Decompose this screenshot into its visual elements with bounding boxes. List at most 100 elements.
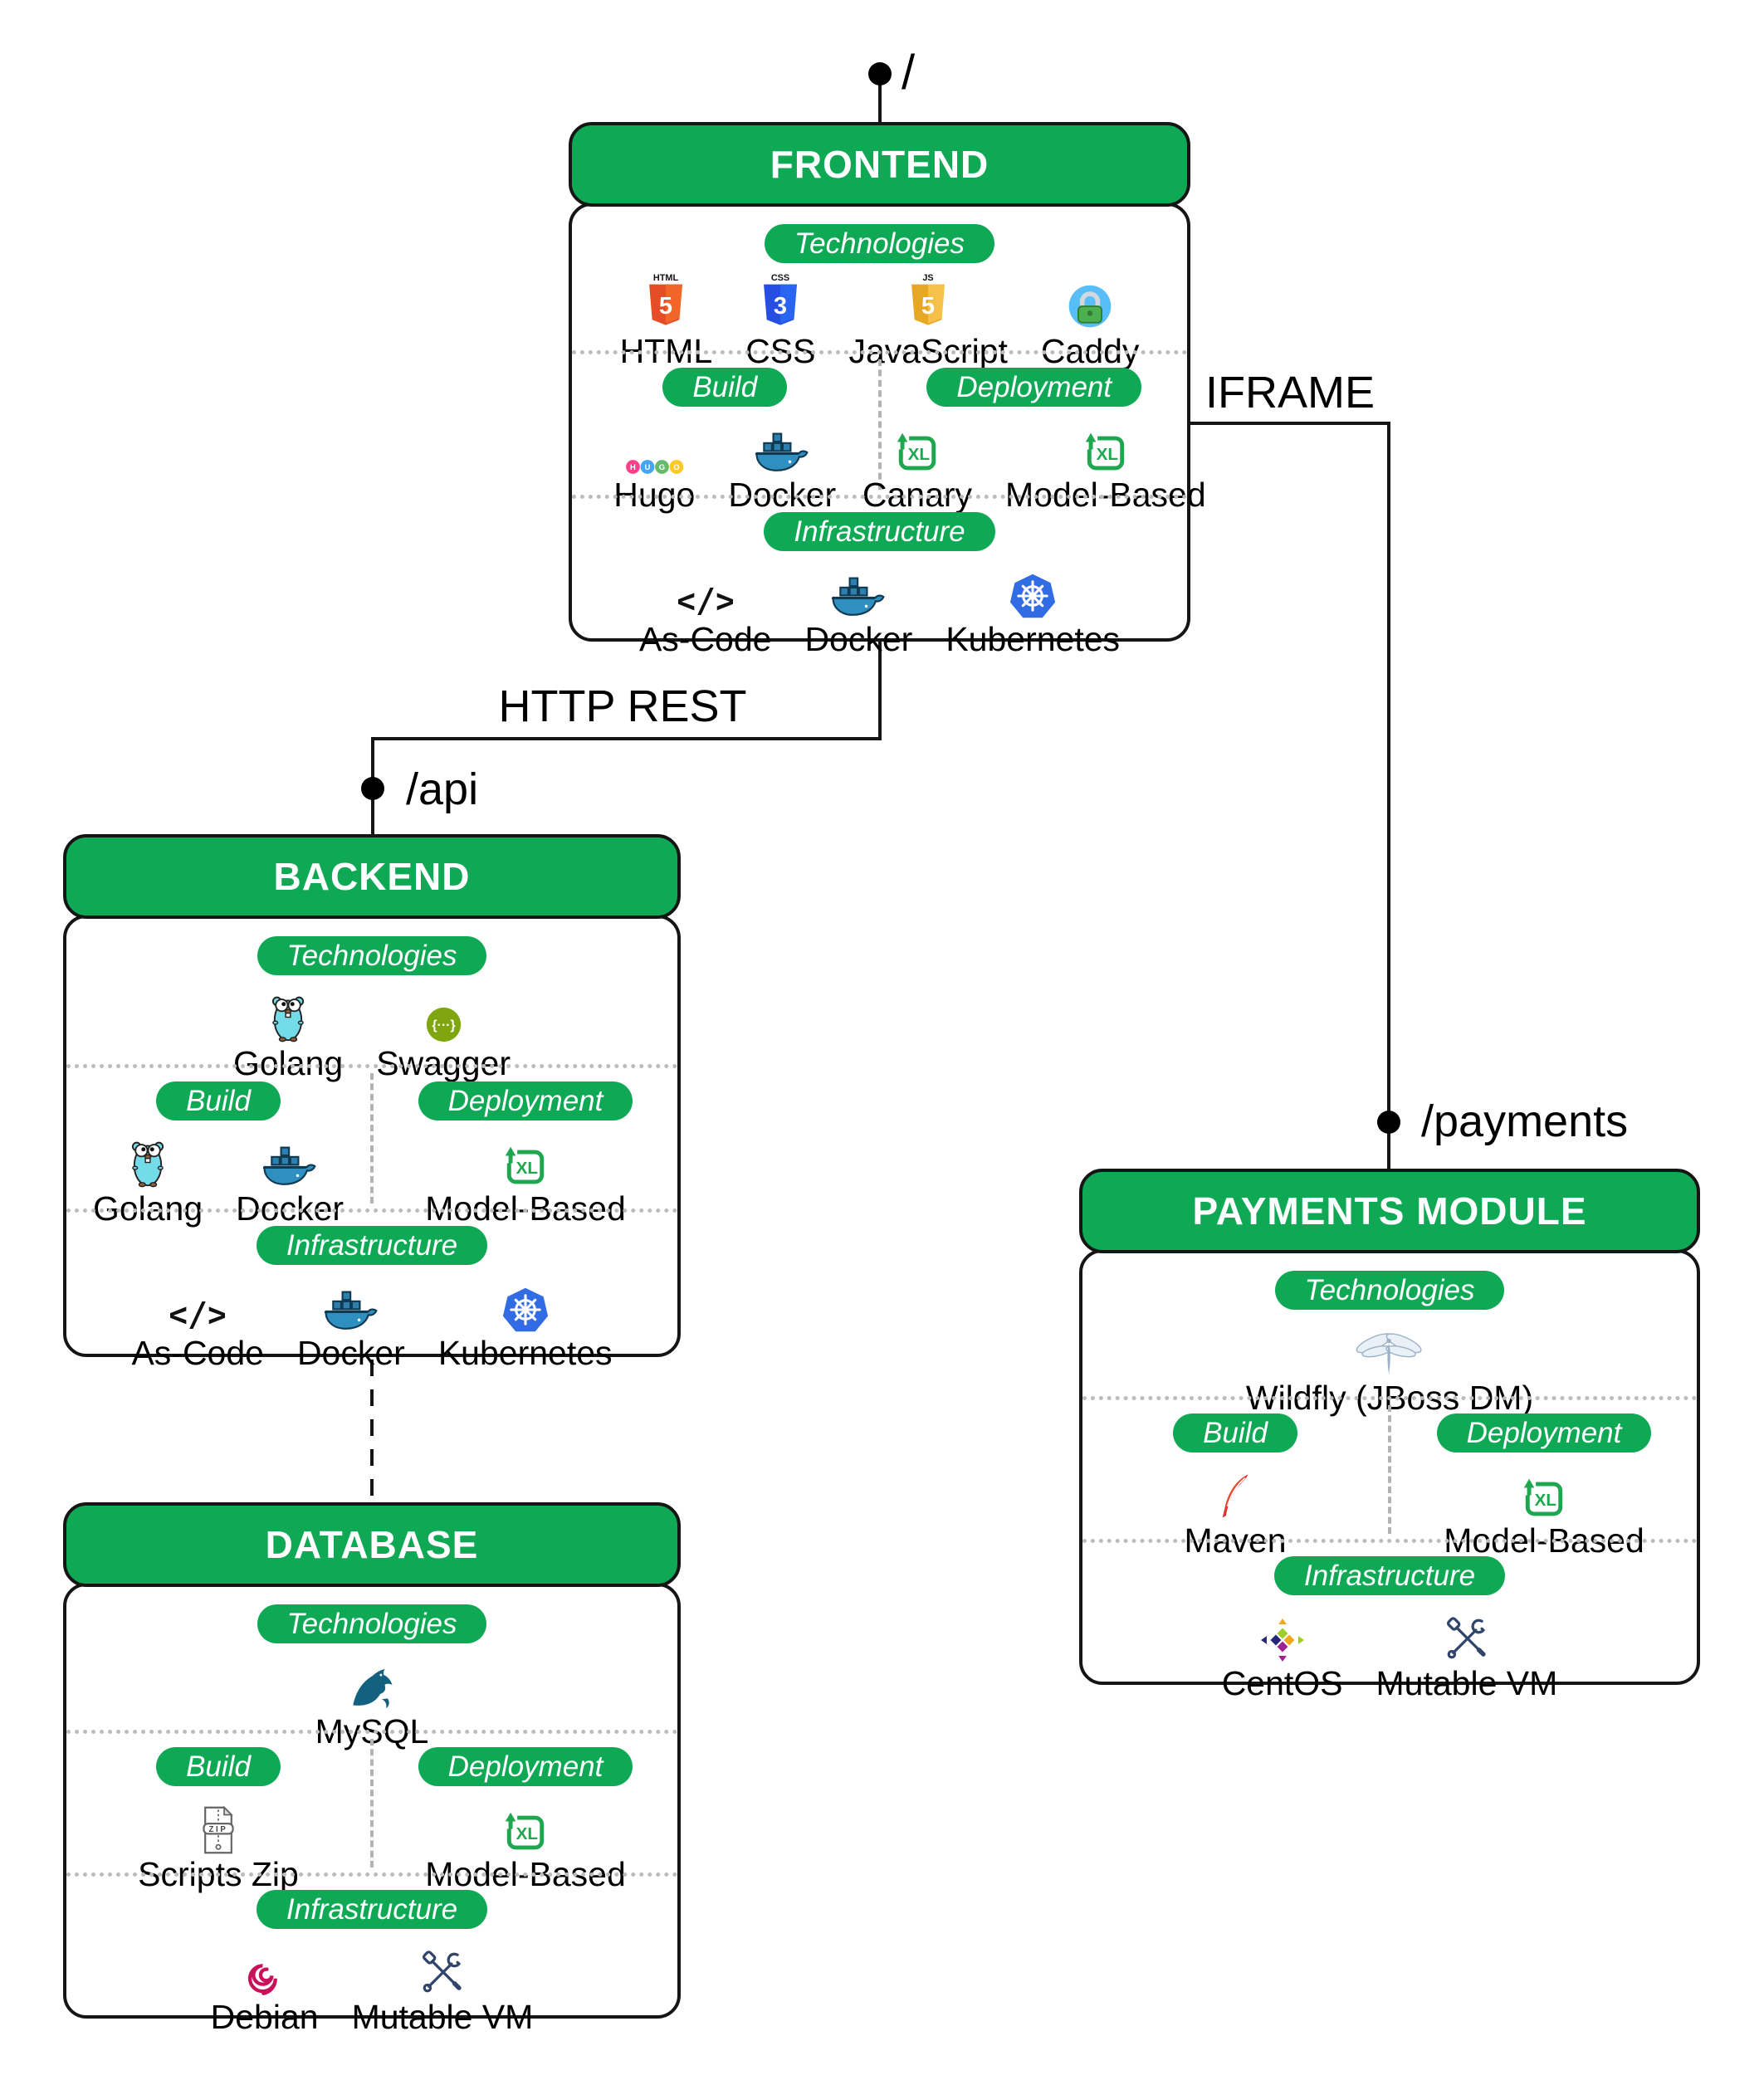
html5-icon: HTML 5 [642, 270, 690, 331]
iframe-connector [1189, 422, 1390, 1172]
golang-icon [269, 982, 307, 1043]
kubernetes-icon [501, 1272, 550, 1333]
svg-text:XL: XL [908, 445, 930, 464]
frontend-infrastructure-item: Docker [804, 558, 912, 658]
database-infrastructure-items: Debian Mutable VM [194, 1936, 550, 2036]
http-rest-label: HTTP REST [498, 681, 747, 731]
svg-text:XL: XL [1096, 445, 1117, 464]
frontend-infrastructure-item: Kubernetes [946, 558, 1120, 658]
frontend-box-header: FRONTEND [569, 122, 1190, 207]
build-deployment-divider [877, 359, 882, 490]
item-label: CentOS [1221, 1664, 1343, 1702]
docker-icon [323, 1272, 379, 1333]
item-label: Docker [804, 619, 913, 658]
zip-icon: ZIP [199, 1793, 237, 1854]
item-label: Kubernetes [437, 1334, 613, 1373]
database-infrastructure-item: Debian [211, 1936, 319, 2036]
svg-text:</>: </> [170, 1296, 225, 1334]
payments-box-title: PAYMENTS MODULE [1192, 1189, 1587, 1233]
as-code-icon: </> [170, 1272, 225, 1334]
caddy-icon [1065, 270, 1115, 331]
item-label: Model-Based [425, 1189, 626, 1228]
build-pill: Build [156, 1081, 281, 1120]
database-box-header: DATABASE [63, 1502, 681, 1587]
frontend-box-title: FRONTEND [770, 143, 990, 186]
payments-infrastructure-item: Mutable VM [1376, 1602, 1558, 1702]
svg-text:H: H [630, 463, 636, 472]
technologies-pill: Technologies [257, 1604, 487, 1643]
backend-infrastructure-item: </>As-Code [131, 1272, 264, 1372]
svg-text:G: G [659, 463, 665, 472]
item-label: Mutable VM [1376, 1664, 1558, 1702]
svg-text:5: 5 [659, 293, 672, 320]
docker-icon [830, 558, 887, 619]
xl-deploy-icon: XL [1521, 1459, 1567, 1521]
kubernetes-icon [1009, 558, 1057, 619]
golang-icon [129, 1127, 167, 1189]
svg-text:O: O [674, 463, 680, 472]
backend-technologies-item: {···}Swagger [376, 982, 511, 1082]
database-infrastructure-item: Mutable VM [352, 1936, 533, 2036]
svg-text:HTML: HTML [653, 273, 679, 283]
technologies-pill: Technologies [765, 224, 994, 263]
deployment-pill: Deployment [926, 368, 1142, 408]
backend-infrastructure-item: Kubernetes [438, 1272, 613, 1372]
technologies-pill: Technologies [1274, 1271, 1505, 1310]
swagger-icon: {···} [425, 982, 462, 1043]
svg-text:JS: JS [923, 273, 934, 283]
tools-icon [418, 1936, 467, 1997]
svg-text:</>: </> [678, 582, 733, 619]
svg-text:5: 5 [921, 293, 935, 320]
backend-technologies-items: Golang{···}Swagger [217, 982, 527, 1082]
iframe-label: IFRAME [1205, 368, 1376, 417]
build-pill: Build [156, 1747, 281, 1786]
backend-deployment-items: XL Model-Based [408, 1127, 643, 1228]
item-label: Kubernetes [946, 619, 1121, 658]
root-dot [868, 62, 892, 85]
mysql-icon [347, 1650, 397, 1711]
build-deployment-divider [370, 1739, 374, 1868]
backend-build-item: Docker [236, 1127, 344, 1228]
root-path-label: / [902, 46, 916, 100]
item-label: Golang [92, 1189, 203, 1228]
payments-path-label: /payments [1421, 1096, 1629, 1146]
backend-box-title: BACKEND [273, 855, 471, 898]
xl-deploy-icon: XL [894, 413, 941, 475]
xl-deploy-icon: XL [502, 1127, 549, 1189]
backend-deployment-item: XL Model-Based [425, 1127, 626, 1228]
deployment-pill: Deployment [418, 1081, 633, 1120]
docker-icon [754, 413, 810, 475]
svg-text:XL: XL [516, 1159, 538, 1178]
payments-dot [1377, 1111, 1400, 1134]
payments-infrastructure-items: CentOS Mutable VM [1205, 1602, 1575, 1702]
item-label: As-Code [638, 619, 772, 658]
svg-text:CSS: CSS [771, 273, 789, 283]
backend-infrastructure-item: Docker [297, 1272, 405, 1372]
technologies-pill: Technologies [257, 936, 487, 975]
debian-icon [245, 1936, 285, 1997]
backend-box-header: BACKEND [63, 834, 681, 919]
